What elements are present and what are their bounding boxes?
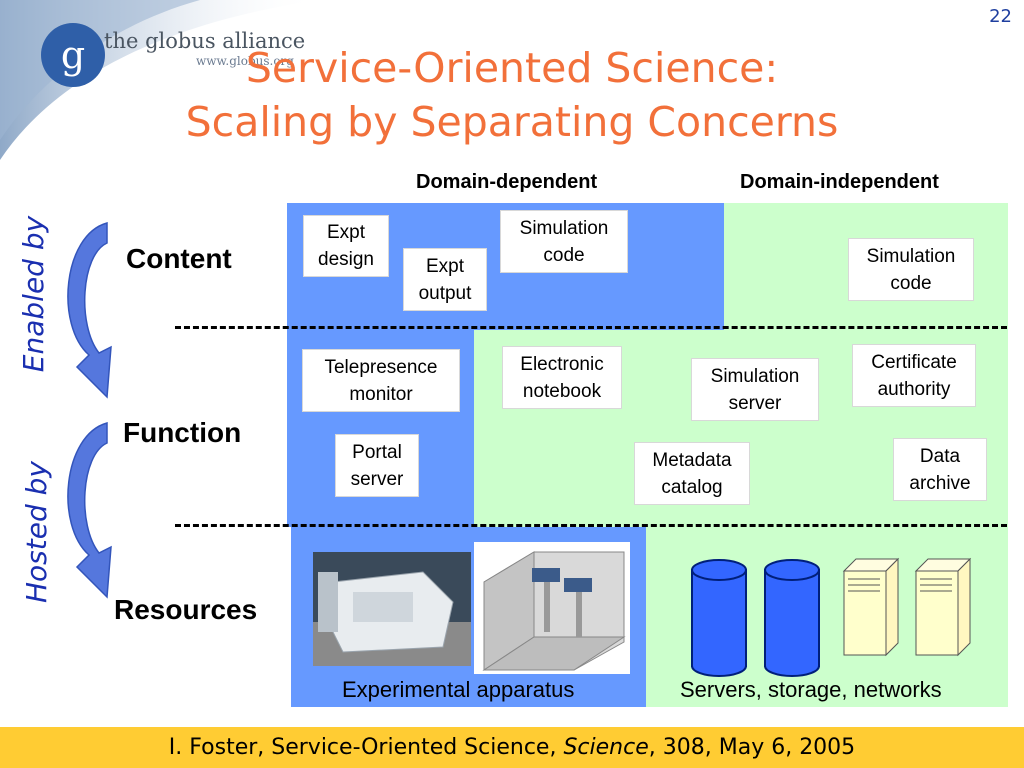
domain-dependent-heading: Domain-dependent <box>416 171 598 193</box>
experimental-apparatus-caption: Experimental apparatus <box>342 677 575 702</box>
electronic-notebook-box: Electronic notebook <box>502 346 622 409</box>
expt-output-box: Expt output <box>403 248 487 311</box>
slide-title-line2: Scaling by Separating Concerns <box>185 98 839 146</box>
simulation-code-independent-box: Simulation code <box>848 238 974 301</box>
experimental-apparatus-photo <box>313 552 471 666</box>
content-function-divider <box>175 326 1007 329</box>
domain-independent-heading: Domain-independent <box>740 171 939 193</box>
row-label-resources: Resources <box>114 594 258 625</box>
expt-design-box: Expt design <box>303 215 389 277</box>
simulation-server-box: Simulation server <box>691 358 819 421</box>
enabled-by-curved-arrow-icon <box>67 222 112 399</box>
logo-name: the globus alliance <box>104 29 306 53</box>
footer-citation-journal: Science <box>563 735 649 760</box>
function-resources-divider <box>175 524 1007 527</box>
server-tower-icon <box>914 557 972 657</box>
metadata-catalog-box: Metadata catalog <box>634 442 750 505</box>
logo-letter: g <box>61 33 85 77</box>
footer-band <box>0 727 1024 768</box>
storage-cylinder-icon <box>764 559 820 677</box>
portal-server-box: Portal server <box>335 434 419 497</box>
footer-citation-suffix: , 308, May 6, 2005 <box>648 735 856 760</box>
storage-cylinder-icon <box>691 559 747 677</box>
simulation-code-dependent-box: Simulation code <box>500 210 628 273</box>
row-label-function: Function <box>123 417 242 448</box>
server-tower-icon <box>842 557 900 657</box>
slide-number: 22 <box>989 6 1012 27</box>
slide-title-line1: Service-Oriented Science: <box>245 44 779 92</box>
footer-citation: I. Foster, Service-Oriented Science, Sci… <box>0 735 1024 760</box>
telepresence-monitor-box: Telepresence monitor <box>302 349 460 412</box>
data-archive-box: Data archive <box>893 438 987 501</box>
servers-storage-networks-caption: Servers, storage, networks <box>680 677 942 702</box>
row-label-content: Content <box>126 243 232 274</box>
globus-logo-icon: g <box>41 23 105 87</box>
certificate-authority-box: Certificate authority <box>852 344 976 407</box>
hosted-by-curved-arrow-icon <box>67 422 112 599</box>
experimental-apparatus-diagram <box>474 542 630 674</box>
logo-url: www.globus.org <box>196 54 294 68</box>
footer-citation-prefix: I. Foster, Service-Oriented Science, <box>168 735 564 760</box>
hosted-by-label: Hosted by <box>20 461 53 603</box>
enabled-by-label: Enabled by <box>17 215 50 373</box>
